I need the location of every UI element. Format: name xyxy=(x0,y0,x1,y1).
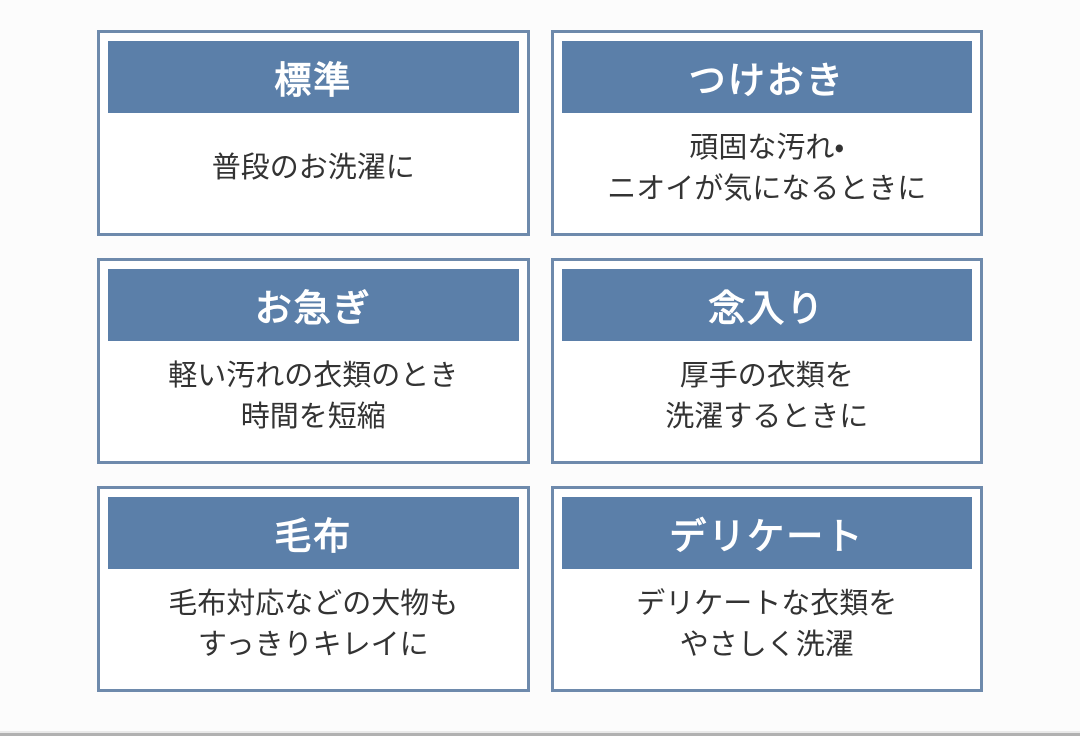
course-card-blanket: 毛布 毛布対応などの大物も すっきりキレイに xyxy=(97,486,530,692)
course-card-standard: 標準 普段のお洗濯に xyxy=(97,30,530,236)
course-title-blanket: 毛布 xyxy=(108,497,519,569)
description-line: デリケートな衣類を xyxy=(636,587,898,620)
description-line: 頑固な汚れ・ xyxy=(689,131,845,164)
course-card-quick: お急ぎ 軽い汚れの衣類のとき 時間を短縮 xyxy=(97,258,530,464)
description-line: 厚手の衣類を xyxy=(679,359,854,392)
course-description-quick: 軽い汚れの衣類のとき 時間を短縮 xyxy=(108,341,519,453)
course-card-thorough: 念入り 厚手の衣類を 洗濯するときに xyxy=(550,258,983,464)
description-line: 時間を短縮 xyxy=(240,401,386,433)
course-title-delicate: デリケート xyxy=(561,497,972,569)
bottom-divider xyxy=(0,731,1080,736)
course-description-soak: 頑固な汚れ・ ニオイが気になるときに xyxy=(562,113,973,225)
course-card-soak: つけおき 頑固な汚れ・ ニオイが気になるときに xyxy=(550,30,983,236)
course-description-standard: 普段のお洗濯に xyxy=(108,113,519,225)
description-line: 普段のお洗濯に xyxy=(211,152,415,185)
description-line: すっきりキレイに xyxy=(197,629,429,661)
course-description-thorough: 厚手の衣類を 洗濯するときに xyxy=(562,341,973,453)
course-title-quick: お急ぎ xyxy=(108,269,519,341)
course-title-standard: 標準 xyxy=(108,41,519,113)
description-line: 毛布対応などの大物も xyxy=(168,587,459,620)
course-description-delicate: デリケートな衣類を やさしく洗濯 xyxy=(562,569,973,681)
description-line: やさしく洗濯 xyxy=(679,629,854,661)
course-title-thorough: 念入り xyxy=(561,269,972,341)
course-description-blanket: 毛布対応などの大物も すっきりキレイに xyxy=(108,569,519,681)
description-line: ニオイが気になるときに xyxy=(607,173,927,205)
description-line: 洗濯するときに xyxy=(665,401,869,433)
course-card-delicate: デリケート デリケートな衣類を やさしく洗濯 xyxy=(550,486,983,692)
course-cards-grid: 標準 普段のお洗濯に つけおき 頑固な汚れ・ ニオイが気になるときに お急ぎ 軽… xyxy=(97,30,983,692)
description-line: 軽い汚れの衣類のとき xyxy=(168,359,459,392)
course-title-soak: つけおき xyxy=(561,41,972,113)
